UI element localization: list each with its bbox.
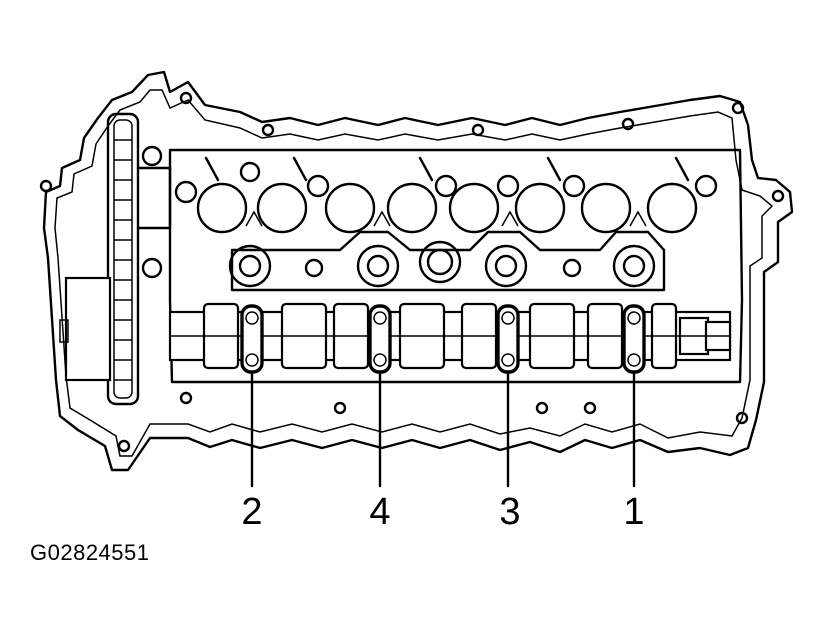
cylinder-head-outline — [42, 70, 794, 472]
cylinder-head-inner-outline — [54, 89, 774, 457]
timing-chain — [59, 112, 172, 406]
mounting-holes — [39, 91, 785, 453]
valve-chamber-frame — [168, 148, 744, 384]
callout-4: 4 — [369, 491, 390, 533]
cam-bearing-bridge — [228, 210, 666, 292]
bearing-cap-bolts — [240, 304, 646, 374]
valve-openings — [174, 156, 718, 234]
callout-2: 2 — [241, 491, 262, 533]
figure-id: G02824551 — [30, 540, 150, 565]
callout-1: 1 — [623, 491, 644, 533]
callout-3: 3 — [499, 491, 520, 533]
leader-lines — [250, 370, 636, 488]
